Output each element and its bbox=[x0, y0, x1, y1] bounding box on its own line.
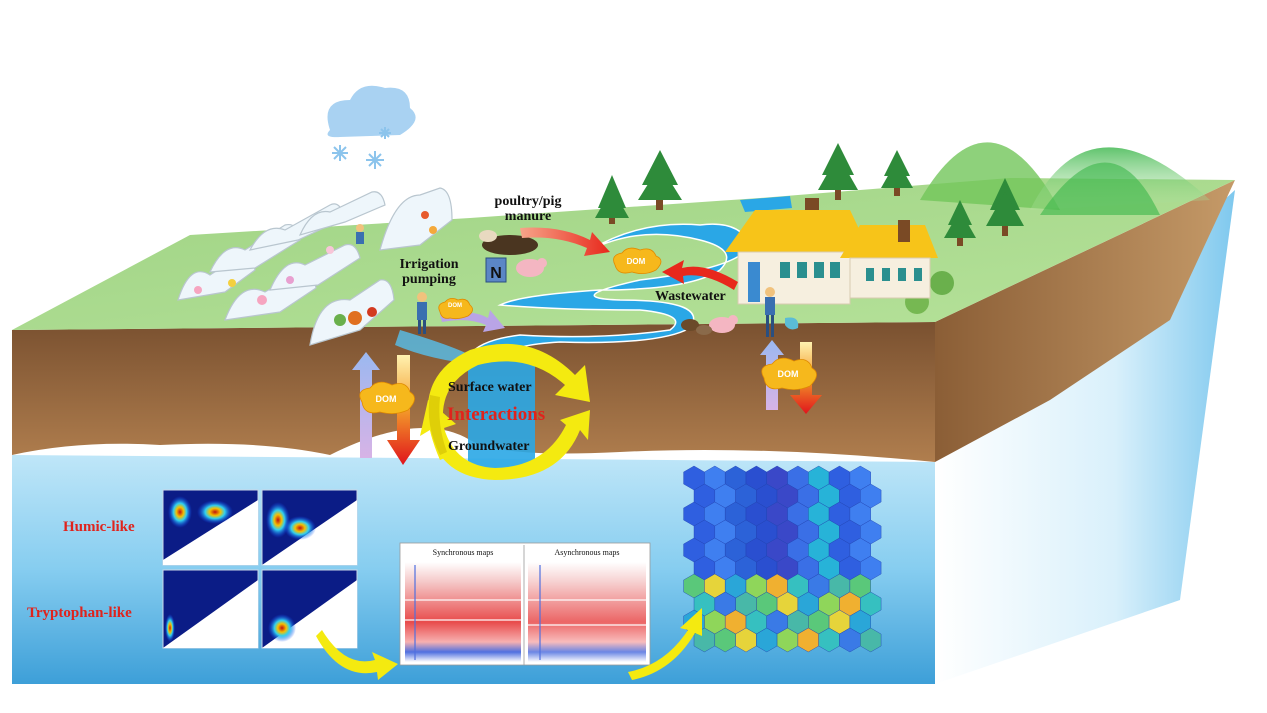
asynchronous-maps-title: Asynchronous maps bbox=[554, 548, 620, 557]
dom-clouds bbox=[359, 247, 817, 414]
cloud-snow-icon bbox=[327, 85, 416, 169]
som-hex-cell bbox=[860, 627, 882, 653]
eem-panels bbox=[162, 489, 358, 649]
groundwater-label: Groundwater bbox=[448, 439, 530, 454]
mountains bbox=[920, 142, 1210, 215]
manure-arrow bbox=[520, 227, 610, 256]
farm-figures bbox=[356, 224, 799, 337]
nitrogen-bag-symbol: N bbox=[490, 265, 502, 282]
dom-tag-irrigation: DOM bbox=[448, 303, 462, 309]
greenhouses bbox=[177, 187, 453, 346]
tryptophan-like-label: Tryptophan-like bbox=[27, 605, 132, 621]
dom-tag-river: DOM bbox=[626, 257, 646, 266]
surface-water-label: Surface water bbox=[448, 380, 532, 395]
som-hex-map bbox=[683, 465, 882, 653]
wastewater-arrow bbox=[662, 260, 738, 290]
eem-to-maps-arrow bbox=[316, 630, 398, 680]
correlation-maps bbox=[399, 542, 651, 666]
dom-tag-right: DOM bbox=[777, 369, 799, 379]
interactions-cycle bbox=[420, 343, 590, 480]
soil-side bbox=[935, 180, 1235, 462]
exchange-column bbox=[468, 358, 535, 474]
wastewater-label: Wastewater bbox=[655, 289, 726, 304]
maps-to-som-arrow bbox=[628, 608, 702, 680]
poultry-manure-label: poultry/pig manure bbox=[494, 194, 562, 224]
interactions-label: Interactions bbox=[447, 404, 546, 425]
trees bbox=[595, 143, 1024, 314]
synchronous-maps-title: Synchronous maps bbox=[432, 548, 494, 557]
irrigation-pumping-label: Irrigation pumping bbox=[399, 257, 459, 287]
humic-like-label: Humic-like bbox=[63, 519, 135, 535]
dom-tag-left: DOM bbox=[375, 394, 397, 404]
houses bbox=[725, 198, 938, 305]
